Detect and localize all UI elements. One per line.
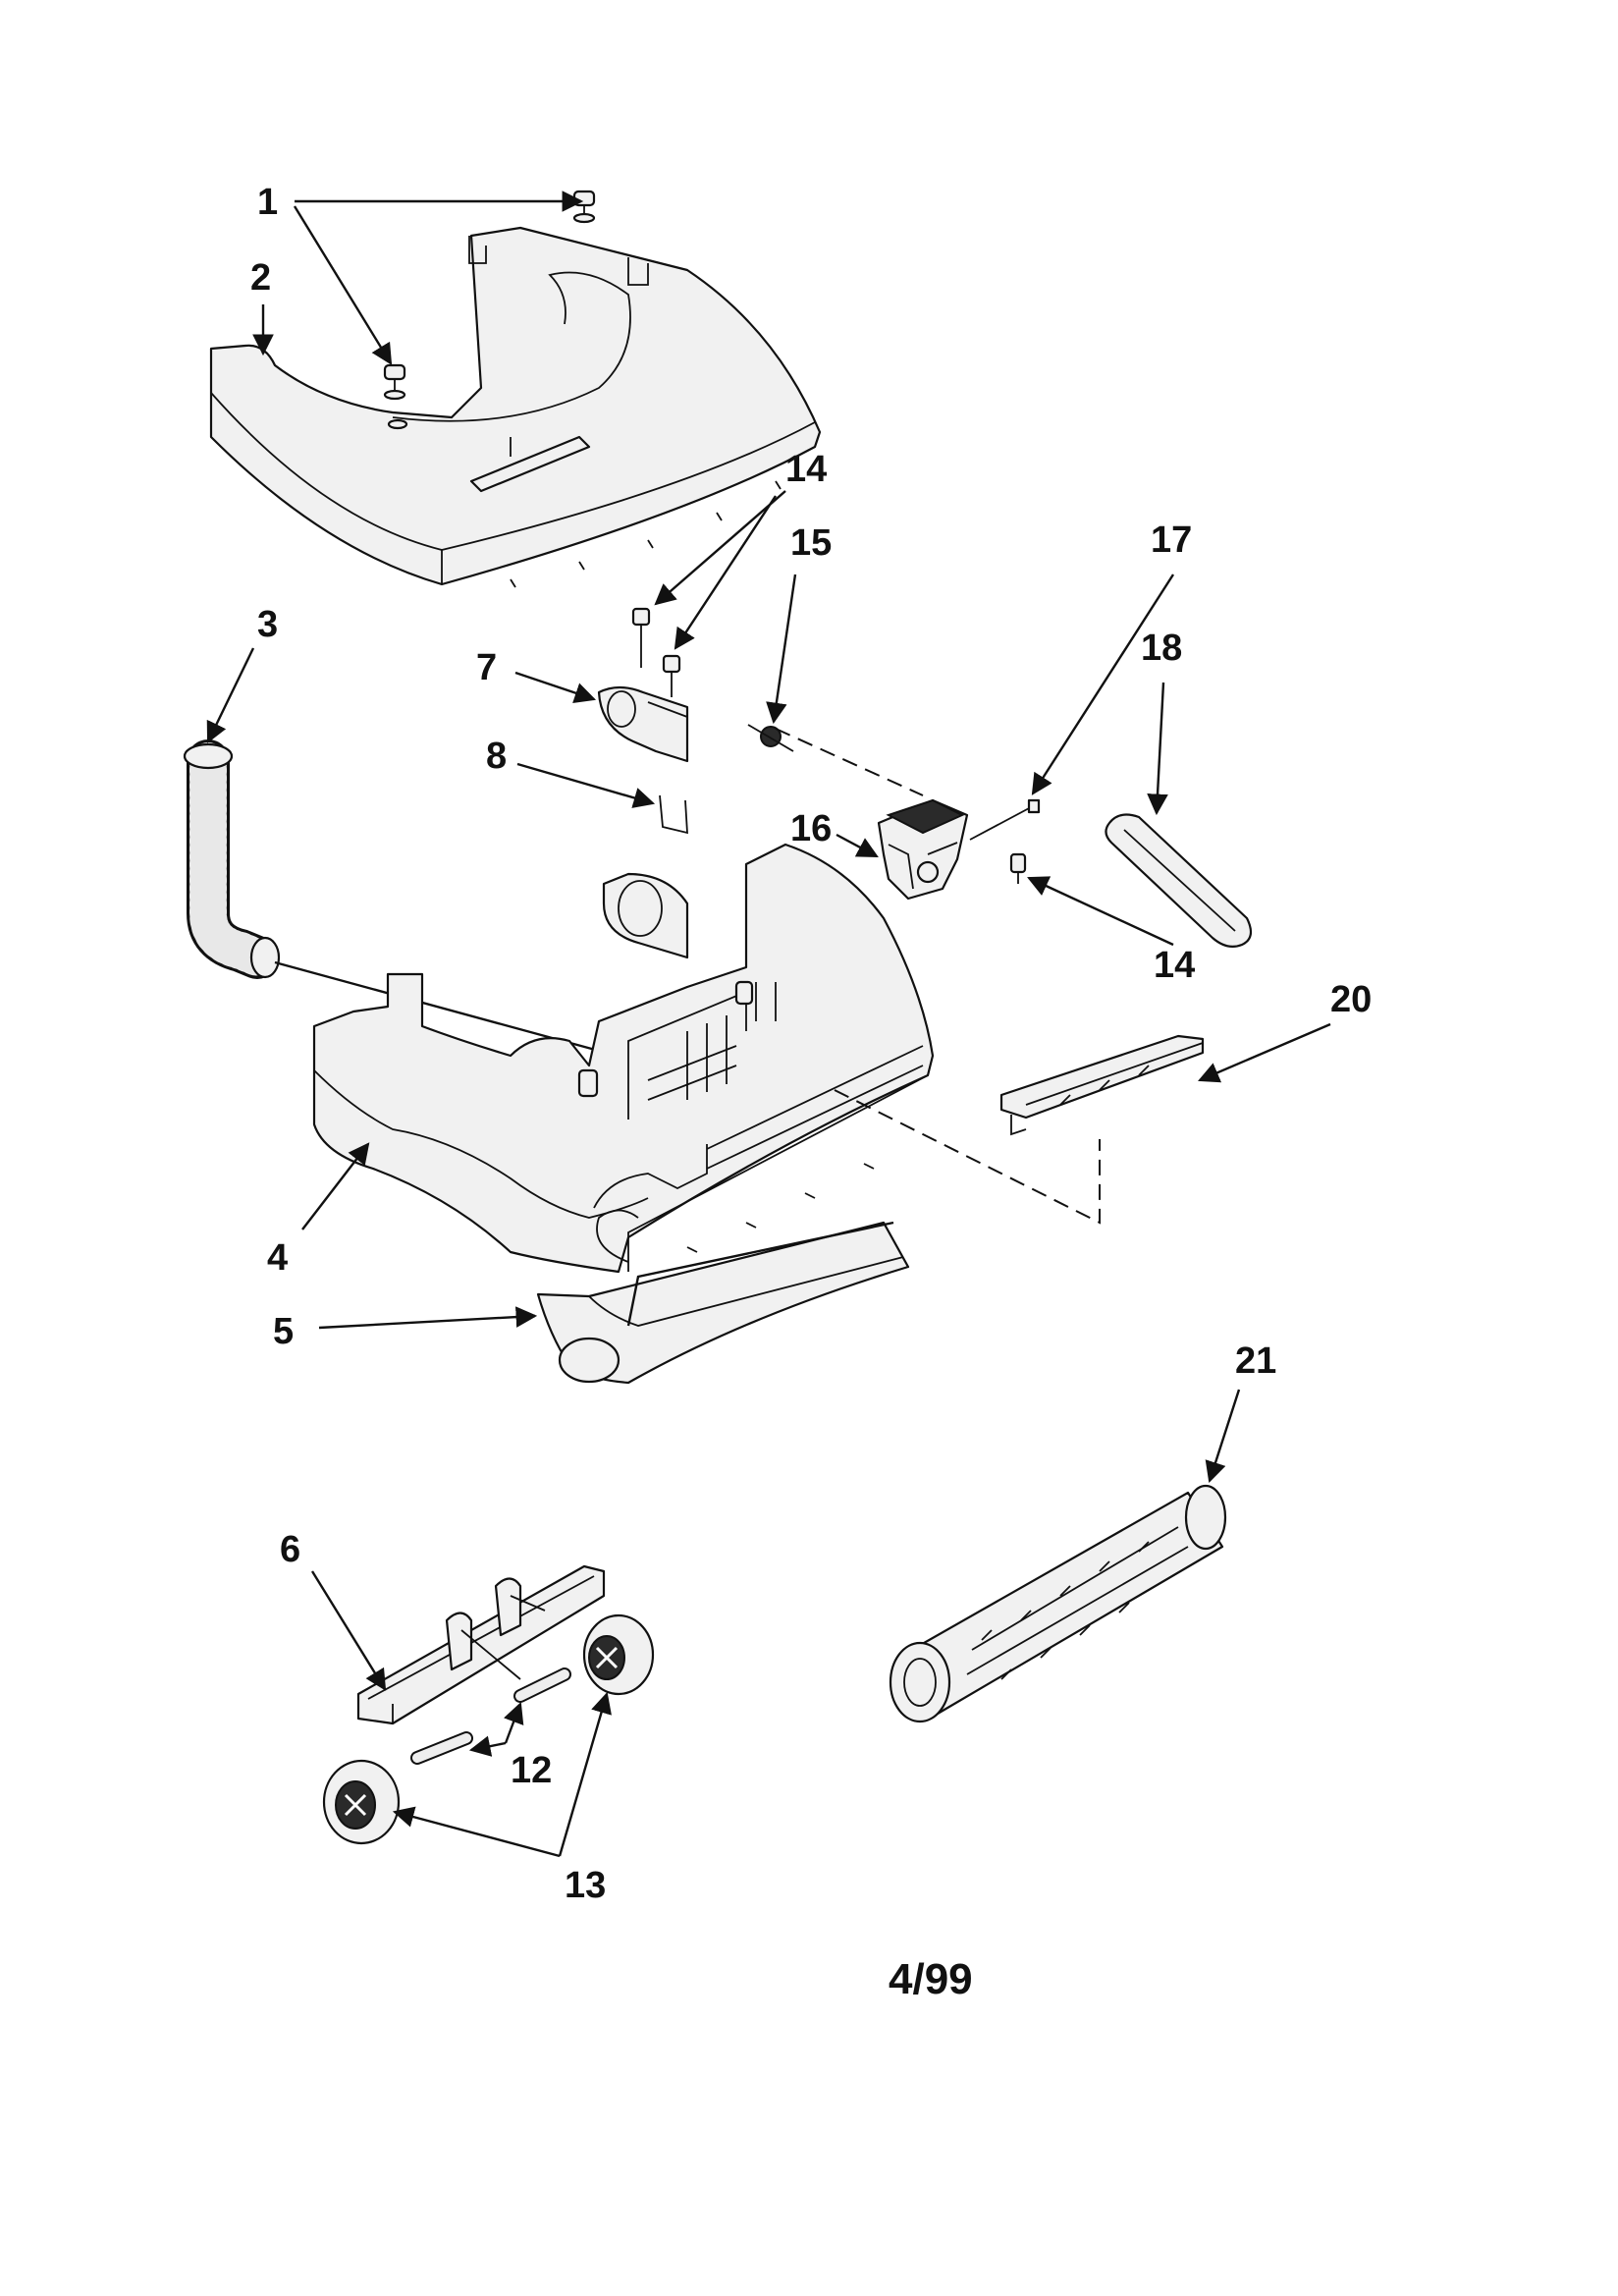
reference-arrows — [206, 191, 1331, 1858]
base-housing-part — [312, 843, 935, 1274]
callout-15: 15 — [790, 522, 832, 564]
callout-16: 16 — [790, 808, 832, 849]
brush-bracket-part — [834, 1034, 1205, 1225]
callout-1: 1 — [257, 182, 278, 223]
callout-6: 6 — [280, 1529, 300, 1570]
callout-4: 4 — [267, 1237, 288, 1279]
callout-17: 17 — [1151, 519, 1192, 561]
diagram-date: 4/99 — [889, 1955, 973, 2003]
callout-2: 2 — [250, 257, 271, 299]
clip-part — [659, 794, 688, 835]
screw-14-part — [631, 607, 1027, 884]
switch-housing-part — [775, 728, 969, 901]
hose-part — [183, 739, 600, 1053]
top-cover-part — [209, 226, 822, 588]
callout-8: 8 — [486, 736, 507, 777]
bottom-plate-part — [536, 1221, 910, 1385]
bracket-part — [597, 685, 689, 763]
callout-20: 20 — [1330, 979, 1372, 1020]
callout-labels: 1 2 3 7 8 14 15 16 17 18 14 20 4 5 21 6 … — [250, 182, 1372, 1906]
callout-5: 5 — [273, 1311, 294, 1352]
wheel-part — [322, 1613, 655, 1845]
callout-12: 12 — [511, 1750, 552, 1791]
belt-part — [1105, 813, 1253, 948]
callout-14-right: 14 — [1154, 945, 1195, 986]
brush-roll-part — [889, 1484, 1227, 1723]
callout-14-top: 14 — [785, 449, 827, 490]
axle-carriage-part — [356, 1564, 606, 1725]
callout-3: 3 — [257, 604, 278, 645]
axle-pin-part — [410, 1667, 571, 1765]
callout-7: 7 — [476, 647, 497, 688]
screw-17-part — [969, 798, 1041, 841]
knob-part — [747, 724, 794, 752]
callout-21: 21 — [1235, 1340, 1276, 1382]
callout-13: 13 — [565, 1865, 606, 1906]
callout-18: 18 — [1141, 628, 1182, 669]
